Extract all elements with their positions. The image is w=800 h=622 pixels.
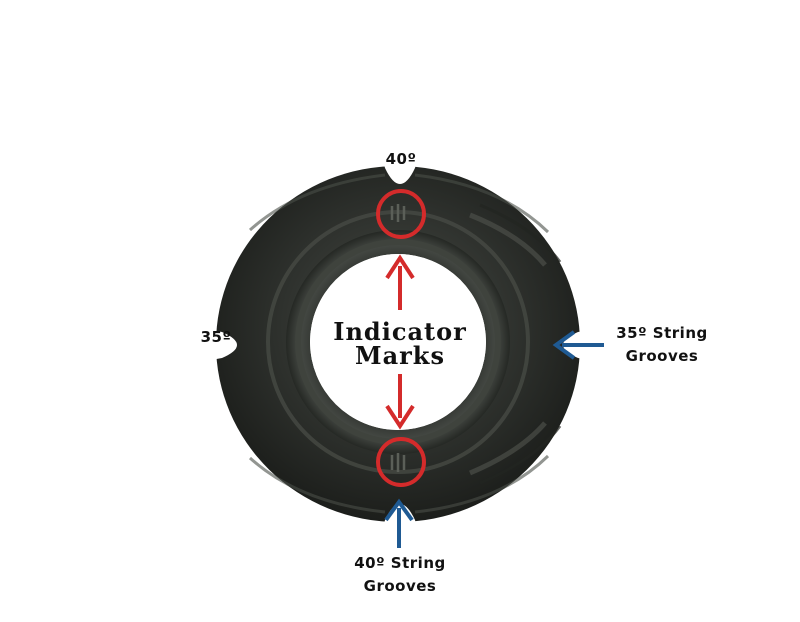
bottom-grooves-label-line1: 40º String	[354, 554, 445, 572]
bottom-indicator-circle	[376, 437, 426, 487]
right-groove-arrow	[552, 330, 604, 360]
bottom-grooves-label-line2: Grooves	[364, 577, 437, 595]
top-angle-label: 40º	[386, 150, 417, 168]
indicator-arrow-down	[385, 374, 415, 430]
top-indicator-mark	[390, 204, 406, 222]
right-grooves-label-line1: 35º String	[616, 324, 707, 342]
indicator-arrow-up	[385, 254, 415, 310]
bottom-indicator-mark	[390, 453, 406, 472]
left-angle-label: 35º	[201, 328, 232, 346]
center-aperture	[310, 254, 486, 430]
indicator-label-line1: Indicator	[333, 317, 466, 346]
bottom-groove-arrow	[384, 498, 414, 548]
right-grooves-label-line2: Grooves	[626, 347, 699, 365]
top-indicator-circle	[376, 189, 426, 239]
indicator-label-line2: Marks	[355, 341, 445, 370]
